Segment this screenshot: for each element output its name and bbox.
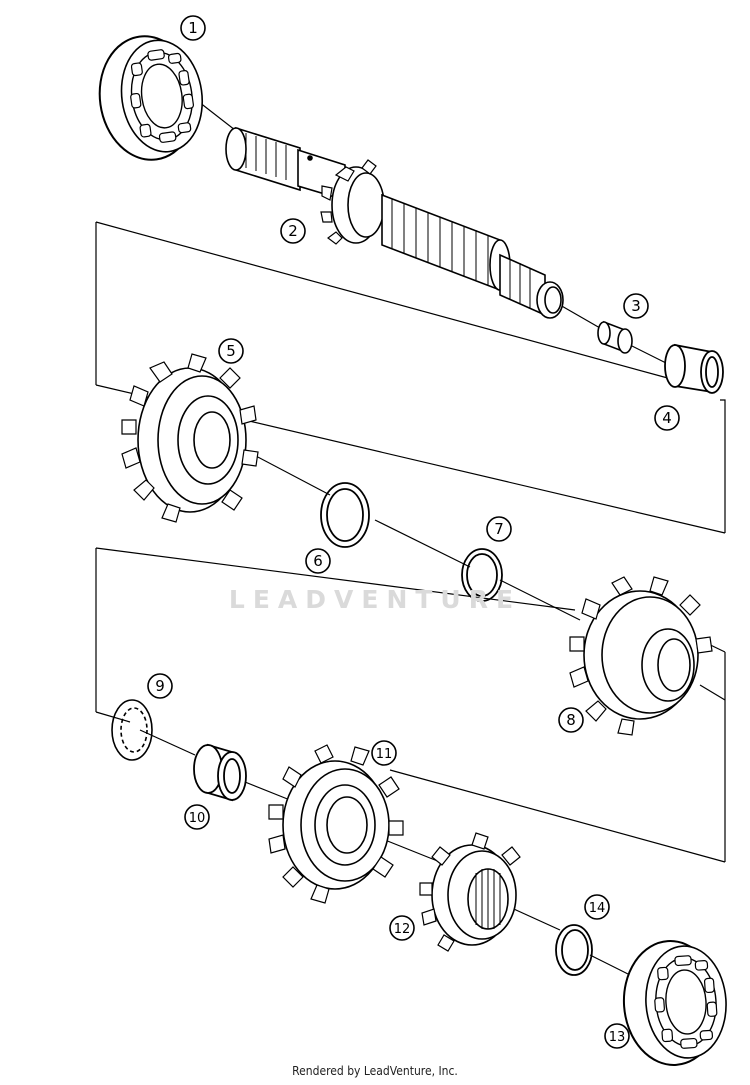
callout-7-label: 7	[494, 520, 504, 538]
part-1-bearing	[90, 28, 212, 168]
callout-4[interactable]: 4	[654, 405, 680, 431]
callout-7[interactable]: 7	[486, 516, 512, 542]
group-bracket-lower	[95, 547, 726, 863]
callout-1[interactable]: 1	[180, 15, 206, 41]
part-2-shaft	[225, 126, 564, 319]
callout-2[interactable]: 2	[280, 218, 306, 244]
callout-12-label: 12	[394, 922, 411, 937]
part-14-washer	[555, 924, 593, 976]
part-10-needle-bearing	[193, 743, 247, 802]
part-5-gear	[121, 353, 259, 523]
callout-3[interactable]: 3	[623, 293, 649, 319]
callout-3-label: 3	[631, 297, 641, 315]
callout-5[interactable]: 5	[218, 338, 244, 364]
callout-14-label: 14	[589, 901, 606, 916]
footer-credit: Rendered by LeadVenture, Inc.	[292, 1064, 458, 1078]
part-4-sleeve	[664, 343, 724, 394]
callout-10-label: 10	[189, 811, 206, 826]
callout-11[interactable]: 11	[371, 740, 397, 766]
part-11-gear	[268, 744, 404, 904]
callout-10[interactable]: 10	[184, 804, 210, 830]
part-9-toothed-washer	[111, 699, 153, 761]
callouts: 1 2 3 4 5 6 7 8	[147, 15, 680, 1049]
callout-4-label: 4	[662, 409, 672, 427]
watermark-text: LEADVENTURE	[228, 585, 522, 614]
callout-8-label: 8	[566, 711, 576, 729]
part-3-bushing	[597, 320, 633, 354]
callout-11-label: 11	[376, 747, 393, 762]
callout-13[interactable]: 13	[604, 1023, 630, 1049]
callout-9[interactable]: 9	[147, 673, 173, 699]
callout-12[interactable]: 12	[389, 915, 415, 941]
callout-6[interactable]: 6	[305, 548, 331, 574]
part-6-washer	[320, 482, 370, 548]
callout-9-label: 9	[155, 677, 165, 695]
part-12-gear	[419, 832, 521, 952]
callout-8[interactable]: 8	[558, 707, 584, 733]
part-8-gear	[569, 576, 713, 736]
callout-14[interactable]: 14	[584, 894, 610, 920]
callout-6-label: 6	[313, 552, 323, 570]
part-7-circlip	[461, 548, 503, 602]
callout-2-label: 2	[288, 222, 298, 240]
callout-5-label: 5	[226, 342, 236, 360]
callout-1-label: 1	[188, 19, 198, 37]
callout-13-label: 13	[609, 1030, 626, 1045]
part-13-bearing	[618, 936, 732, 1070]
